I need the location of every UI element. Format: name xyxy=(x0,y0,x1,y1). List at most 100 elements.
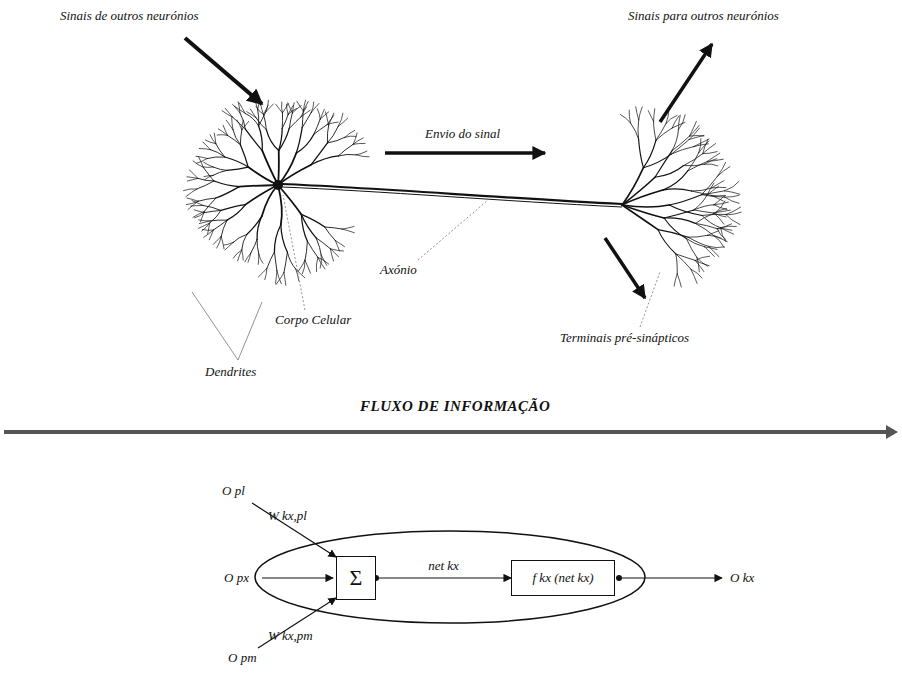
signal-arrow xyxy=(385,151,545,155)
branch-stroke xyxy=(213,236,221,244)
branch-stroke xyxy=(263,105,268,114)
branch-stroke xyxy=(317,109,320,119)
branch-stroke xyxy=(281,225,288,252)
branch-stroke xyxy=(257,239,259,254)
branch-stroke xyxy=(278,153,296,185)
branch-stroke xyxy=(620,115,630,123)
branch-stroke xyxy=(636,107,639,120)
branch-stroke xyxy=(311,156,338,165)
branch-stroke xyxy=(709,246,719,256)
branch-stroke xyxy=(702,176,718,195)
branch-stroke xyxy=(689,135,704,139)
branch-stroke xyxy=(199,223,210,228)
branch-stroke xyxy=(655,166,684,178)
branch-stroke xyxy=(725,191,740,194)
branch-stroke xyxy=(328,137,345,143)
branch-stroke xyxy=(203,142,211,150)
branch-stroke xyxy=(690,135,704,137)
branch-stroke xyxy=(703,152,717,154)
branch-stroke xyxy=(239,103,245,113)
branch-stroke xyxy=(298,260,305,271)
branch-stroke xyxy=(277,151,280,185)
branch-stroke xyxy=(342,226,354,229)
cell-body xyxy=(273,180,283,190)
branch-stroke xyxy=(247,112,256,118)
branch-stroke xyxy=(287,104,289,114)
part-label: Terminais pré-sinápticos xyxy=(560,330,689,346)
branch-stroke xyxy=(686,239,704,247)
branch-stroke xyxy=(233,130,240,145)
branch-stroke xyxy=(329,113,334,125)
branch-stroke xyxy=(345,136,356,137)
branch-stroke xyxy=(222,111,232,117)
branch-stroke xyxy=(247,216,262,234)
branch-stroke xyxy=(204,198,216,211)
branch-stroke xyxy=(303,101,308,110)
branch-stroke xyxy=(316,238,321,255)
branch-stroke xyxy=(658,230,688,238)
branch-stroke xyxy=(203,167,214,181)
branch-stroke xyxy=(691,269,702,278)
branch-stroke xyxy=(240,130,241,145)
branch-stroke xyxy=(692,188,712,191)
branch-stroke xyxy=(356,155,369,157)
branch-stroke xyxy=(702,214,726,215)
part-label: O pm xyxy=(228,650,257,666)
bracket xyxy=(192,292,262,360)
branch-stroke xyxy=(712,187,726,189)
branch-stroke xyxy=(223,125,227,135)
branch-stroke xyxy=(204,175,213,176)
branch-stroke xyxy=(258,268,266,276)
branch-stroke xyxy=(240,145,248,167)
branch-stroke xyxy=(316,257,318,271)
branch-stroke xyxy=(221,236,224,248)
branch-stroke xyxy=(326,112,329,125)
branch-stroke xyxy=(707,235,721,238)
input-line xyxy=(258,598,336,648)
edge-label: net kx xyxy=(426,558,461,574)
branch-stroke xyxy=(277,271,281,284)
branch-stroke xyxy=(259,126,263,151)
branch-stroke xyxy=(330,249,333,261)
branch-stroke xyxy=(225,157,248,167)
branch-stroke xyxy=(189,170,197,178)
branch-stroke xyxy=(282,113,283,129)
branch-stroke xyxy=(188,201,198,209)
branch-stroke xyxy=(199,148,210,149)
branch-stroke xyxy=(228,135,241,144)
branch-stroke xyxy=(716,201,725,213)
branch-stroke xyxy=(187,198,198,201)
branch-stroke xyxy=(305,260,310,273)
branch-stroke xyxy=(622,205,664,218)
branch-stroke xyxy=(214,181,239,187)
branch-stroke xyxy=(216,144,225,157)
branch-stroke xyxy=(709,246,724,247)
branch-stroke xyxy=(338,118,347,126)
branch-stroke xyxy=(198,198,216,201)
branch-stroke xyxy=(694,205,714,210)
branch-stroke xyxy=(690,125,700,136)
part-label: Axónio xyxy=(380,262,417,278)
branch-stroke xyxy=(639,107,643,120)
branch-stroke xyxy=(648,111,653,122)
branch-stroke xyxy=(301,214,316,237)
part-label: Corpo Celular xyxy=(275,312,351,328)
part-label: W kx,pm xyxy=(268,628,313,644)
branch-stroke xyxy=(221,205,245,211)
branch-stroke xyxy=(262,151,278,185)
branch-stroke xyxy=(708,159,724,161)
branch-stroke xyxy=(726,212,742,215)
branch-stroke xyxy=(678,115,685,130)
branch-stroke xyxy=(245,185,278,205)
branch-stroke xyxy=(202,223,210,231)
branch-stroke xyxy=(213,220,227,230)
branch-stroke xyxy=(210,210,221,223)
input-line xyxy=(262,577,333,578)
branch-stroke xyxy=(342,229,354,233)
branch-stroke xyxy=(688,235,707,237)
branch-stroke xyxy=(327,125,328,143)
flow-title: FLUXO DE INFORMAÇÃO xyxy=(360,398,550,415)
